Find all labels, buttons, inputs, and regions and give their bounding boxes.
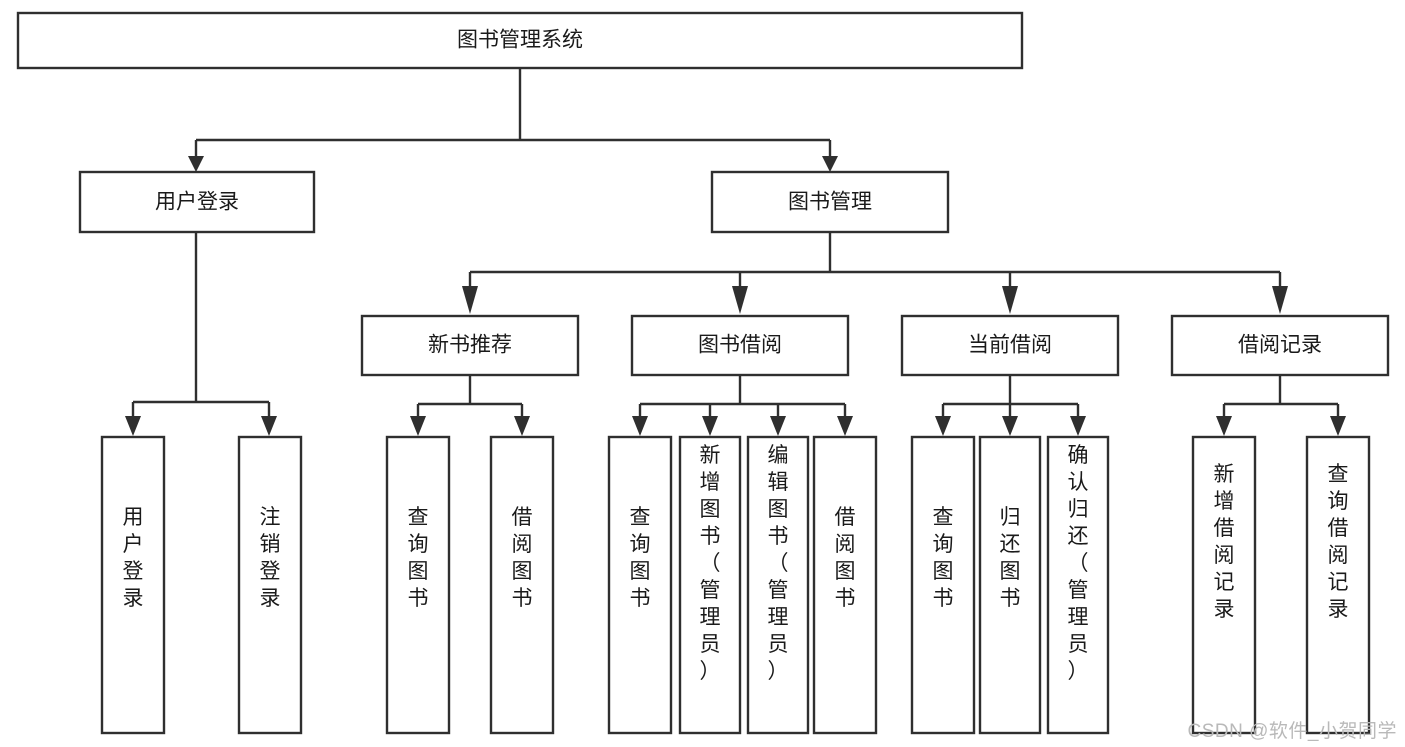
leaf-bb-query-book[interactable]: 查询图书 <box>607 435 673 735</box>
connectors-user-login-to-leaves <box>125 232 277 436</box>
leaf-cb-return-book-rect[interactable] <box>978 435 1042 735</box>
leaf-bb-query-book-rect[interactable] <box>607 435 673 735</box>
leaf-cb-return-book-label: 归还图书 <box>1000 506 1021 610</box>
leaf-user-login-rect[interactable] <box>100 435 166 735</box>
leaf-bb-add-book[interactable]: 新增图书（管理员） <box>678 435 742 735</box>
connector-root-branch <box>194 68 832 158</box>
leaf-bb-edit-book-rect[interactable] <box>746 435 810 735</box>
arrow-to-leaf-nb-query <box>410 416 426 436</box>
leaf-nb-borrow-book-label: 借阅图书 <box>512 506 533 610</box>
arrow-to-leaf-bb-borrow <box>837 416 853 436</box>
arrow-to-borrow-record <box>1272 286 1288 314</box>
connector-user-login-branch <box>131 232 271 418</box>
arrow-to-current-borrow <box>1002 286 1018 314</box>
leaf-logout-label: 注销登录 <box>260 506 281 610</box>
csdn-watermark: CSDN @软件_小贺同学 <box>1187 721 1397 742</box>
leaf-cb-return-book[interactable]: 归还图书 <box>978 435 1042 735</box>
leaf-logout[interactable]: 注销登录 <box>237 435 303 735</box>
node-borrow-record-label: 借阅记录 <box>1238 334 1322 357</box>
connectors-borrow-record-to-leaves <box>1216 375 1346 436</box>
node-book-manage-label: 图书管理 <box>788 191 872 214</box>
node-user-login[interactable]: 用户登录 <box>78 170 316 234</box>
arrow-to-leaf-br-query <box>1330 416 1346 436</box>
connector-borrow-record-branch <box>1222 375 1340 418</box>
arrow-to-leaf-logout <box>261 416 277 436</box>
leaf-bb-borrow-book-label: 借阅图书 <box>835 506 856 610</box>
arrow-to-book-manage <box>822 156 838 172</box>
leaf-br-query-record[interactable]: 查询借阅记录 <box>1305 435 1371 735</box>
node-user-login-label: 用户登录 <box>155 191 239 214</box>
leaf-logout-rect[interactable] <box>237 435 303 735</box>
node-new-book-recommend[interactable]: 新书推荐 <box>360 314 580 377</box>
leaf-bb-edit-book[interactable]: 编辑图书（管理员） <box>746 435 810 735</box>
leaf-nb-borrow-book[interactable]: 借阅图书 <box>489 435 555 735</box>
connectors-current-borrow-to-leaves <box>935 375 1086 436</box>
leaf-cb-confirm-return[interactable]: 确认归还（管理员） <box>1046 435 1110 735</box>
arrow-to-book-borrow <box>732 286 748 314</box>
leaf-bb-borrow-book-rect[interactable] <box>812 435 878 735</box>
node-book-borrow-label: 图书借阅 <box>698 334 782 357</box>
leaf-bb-query-book-label: 查询图书 <box>630 506 651 610</box>
node-root-system-rect[interactable] <box>16 11 1024 70</box>
leaf-cb-query-book-rect[interactable] <box>910 435 976 735</box>
leaf-cb-query-book[interactable]: 查询图书 <box>910 435 976 735</box>
leaf-bb-add-book-label: 新增图书（管理员） <box>700 444 721 683</box>
leaf-nb-query-book[interactable]: 查询图书 <box>385 435 451 735</box>
leaf-nb-borrow-book-rect[interactable] <box>489 435 555 735</box>
connector-book-manage-branch <box>468 232 1282 288</box>
connectors-book-manage-to-level3 <box>462 232 1288 314</box>
arrow-to-leaf-nb-borrow <box>514 416 530 436</box>
leaf-cb-query-book-label: 查询图书 <box>933 506 954 610</box>
arrow-to-leaf-cb-query <box>935 416 951 436</box>
node-book-borrow-rect[interactable] <box>630 314 850 377</box>
node-book-manage-rect[interactable] <box>710 170 950 234</box>
node-new-book-recommend-label: 新书推荐 <box>428 334 512 357</box>
node-current-borrow[interactable]: 当前借阅 <box>900 314 1120 377</box>
arrow-to-leaf-cb-confirm <box>1070 416 1086 436</box>
connectors-root-to-level2 <box>188 68 838 172</box>
node-root-system-label: 图书管理系统 <box>457 29 583 52</box>
node-book-manage[interactable]: 图书管理 <box>710 170 950 234</box>
connector-book-borrow-branch <box>638 375 847 418</box>
connector-new-book-branch <box>416 375 524 418</box>
arrow-to-leaf-bb-edit <box>770 416 786 436</box>
node-current-borrow-rect[interactable] <box>900 314 1120 377</box>
leaf-bb-borrow-book[interactable]: 借阅图书 <box>812 435 878 735</box>
leaf-br-query-record-label: 查询借阅记录 <box>1328 463 1349 621</box>
arrow-to-leaf-user-login <box>125 416 141 436</box>
arrow-to-new-book <box>462 286 478 314</box>
leaf-nb-query-book-rect[interactable] <box>385 435 451 735</box>
arrow-to-leaf-br-add <box>1216 416 1232 436</box>
arrow-to-user-login <box>188 156 204 172</box>
node-borrow-record[interactable]: 借阅记录 <box>1170 314 1390 377</box>
leaf-br-add-record-rect[interactable] <box>1191 435 1257 735</box>
connectors-new-book-to-leaves <box>410 375 530 436</box>
leaf-bb-add-book-rect[interactable] <box>678 435 742 735</box>
node-current-borrow-label: 当前借阅 <box>968 334 1052 357</box>
leaf-br-add-record-label: 新增借阅记录 <box>1214 463 1235 621</box>
leaf-cb-confirm-return-label: 确认归还（管理员） <box>1068 444 1089 683</box>
node-user-login-rect[interactable] <box>78 170 316 234</box>
node-new-book-recommend-rect[interactable] <box>360 314 580 377</box>
arrow-to-leaf-bb-add <box>702 416 718 436</box>
leaf-br-add-record[interactable]: 新增借阅记录 <box>1191 435 1257 735</box>
connector-current-borrow-branch <box>941 375 1080 418</box>
arrow-to-leaf-cb-return <box>1002 416 1018 436</box>
leaf-user-login-label: 用户登录 <box>123 506 144 610</box>
arrow-to-leaf-bb-query <box>632 416 648 436</box>
leaf-br-query-record-rect[interactable] <box>1305 435 1371 735</box>
node-root-system[interactable]: 图书管理系统 <box>16 11 1024 70</box>
node-book-borrow[interactable]: 图书借阅 <box>630 314 850 377</box>
leaf-cb-confirm-return-rect[interactable] <box>1046 435 1110 735</box>
leaf-bb-edit-book-label: 编辑图书（管理员） <box>768 444 789 683</box>
connectors-book-borrow-to-leaves <box>632 375 853 436</box>
leaf-nb-query-book-label: 查询图书 <box>408 506 429 610</box>
leaf-user-login[interactable]: 用户登录 <box>100 435 166 735</box>
node-borrow-record-rect[interactable] <box>1170 314 1390 377</box>
